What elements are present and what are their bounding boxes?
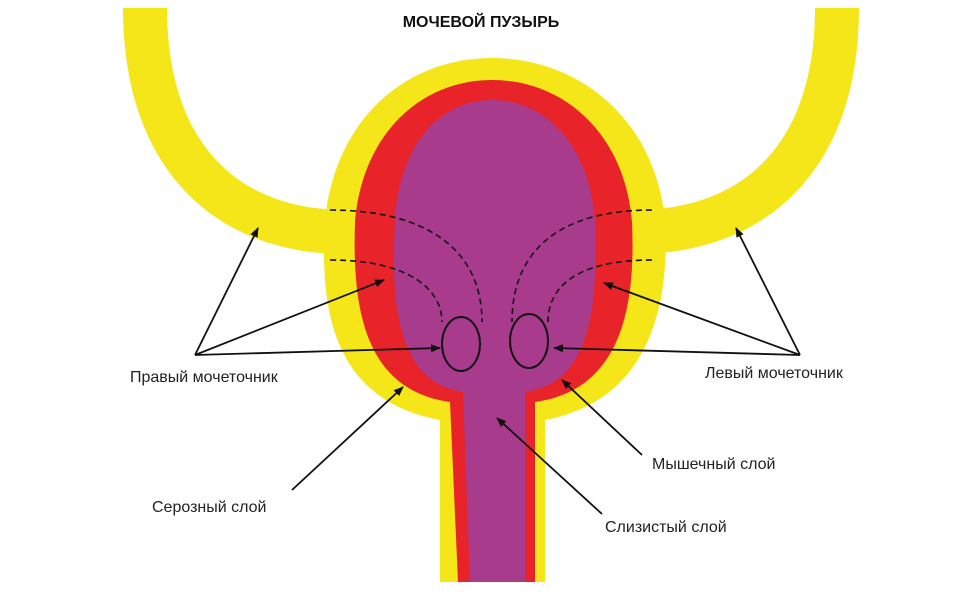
right-ureter-orifice <box>441 316 481 372</box>
right-ureter-dashed-upper <box>329 209 483 323</box>
label-mucous-layer: Слизистый слой <box>605 519 727 536</box>
pointer-right-ureter-3 <box>194 344 441 356</box>
pointer-left-ureter-3 <box>553 344 801 356</box>
label-right-ureter: Правый мочеточник <box>130 369 279 386</box>
right-ureter-shape <box>123 7 346 254</box>
label-left-ureter: Левый мочеточник <box>705 365 844 382</box>
diagram-title: МОЧЕВОЙ ПУЗЫРЬ <box>403 12 560 31</box>
pointer-right-ureter-2 <box>194 279 385 356</box>
right-ureter-dashed-lower <box>329 259 443 323</box>
left-ureter-orifice <box>509 313 549 369</box>
pointer-serous-layer <box>291 386 404 491</box>
label-serous-layer: Серозный слой <box>152 499 266 516</box>
pointer-left-ureter-2 <box>603 282 801 356</box>
mucous-layer-shape <box>393 100 596 582</box>
left-ureter-dashed-lower <box>547 259 653 323</box>
pointer-left-ureter-1 <box>735 227 801 356</box>
left-ureter-dashed-upper <box>511 209 653 323</box>
pointer-muscle-layer <box>561 379 643 456</box>
pointer-right-ureter-1 <box>194 227 259 356</box>
left-ureter-shape <box>634 7 859 254</box>
label-muscle-layer: Мышечный слой <box>652 456 775 473</box>
pointer-mucous-layer <box>496 417 603 515</box>
